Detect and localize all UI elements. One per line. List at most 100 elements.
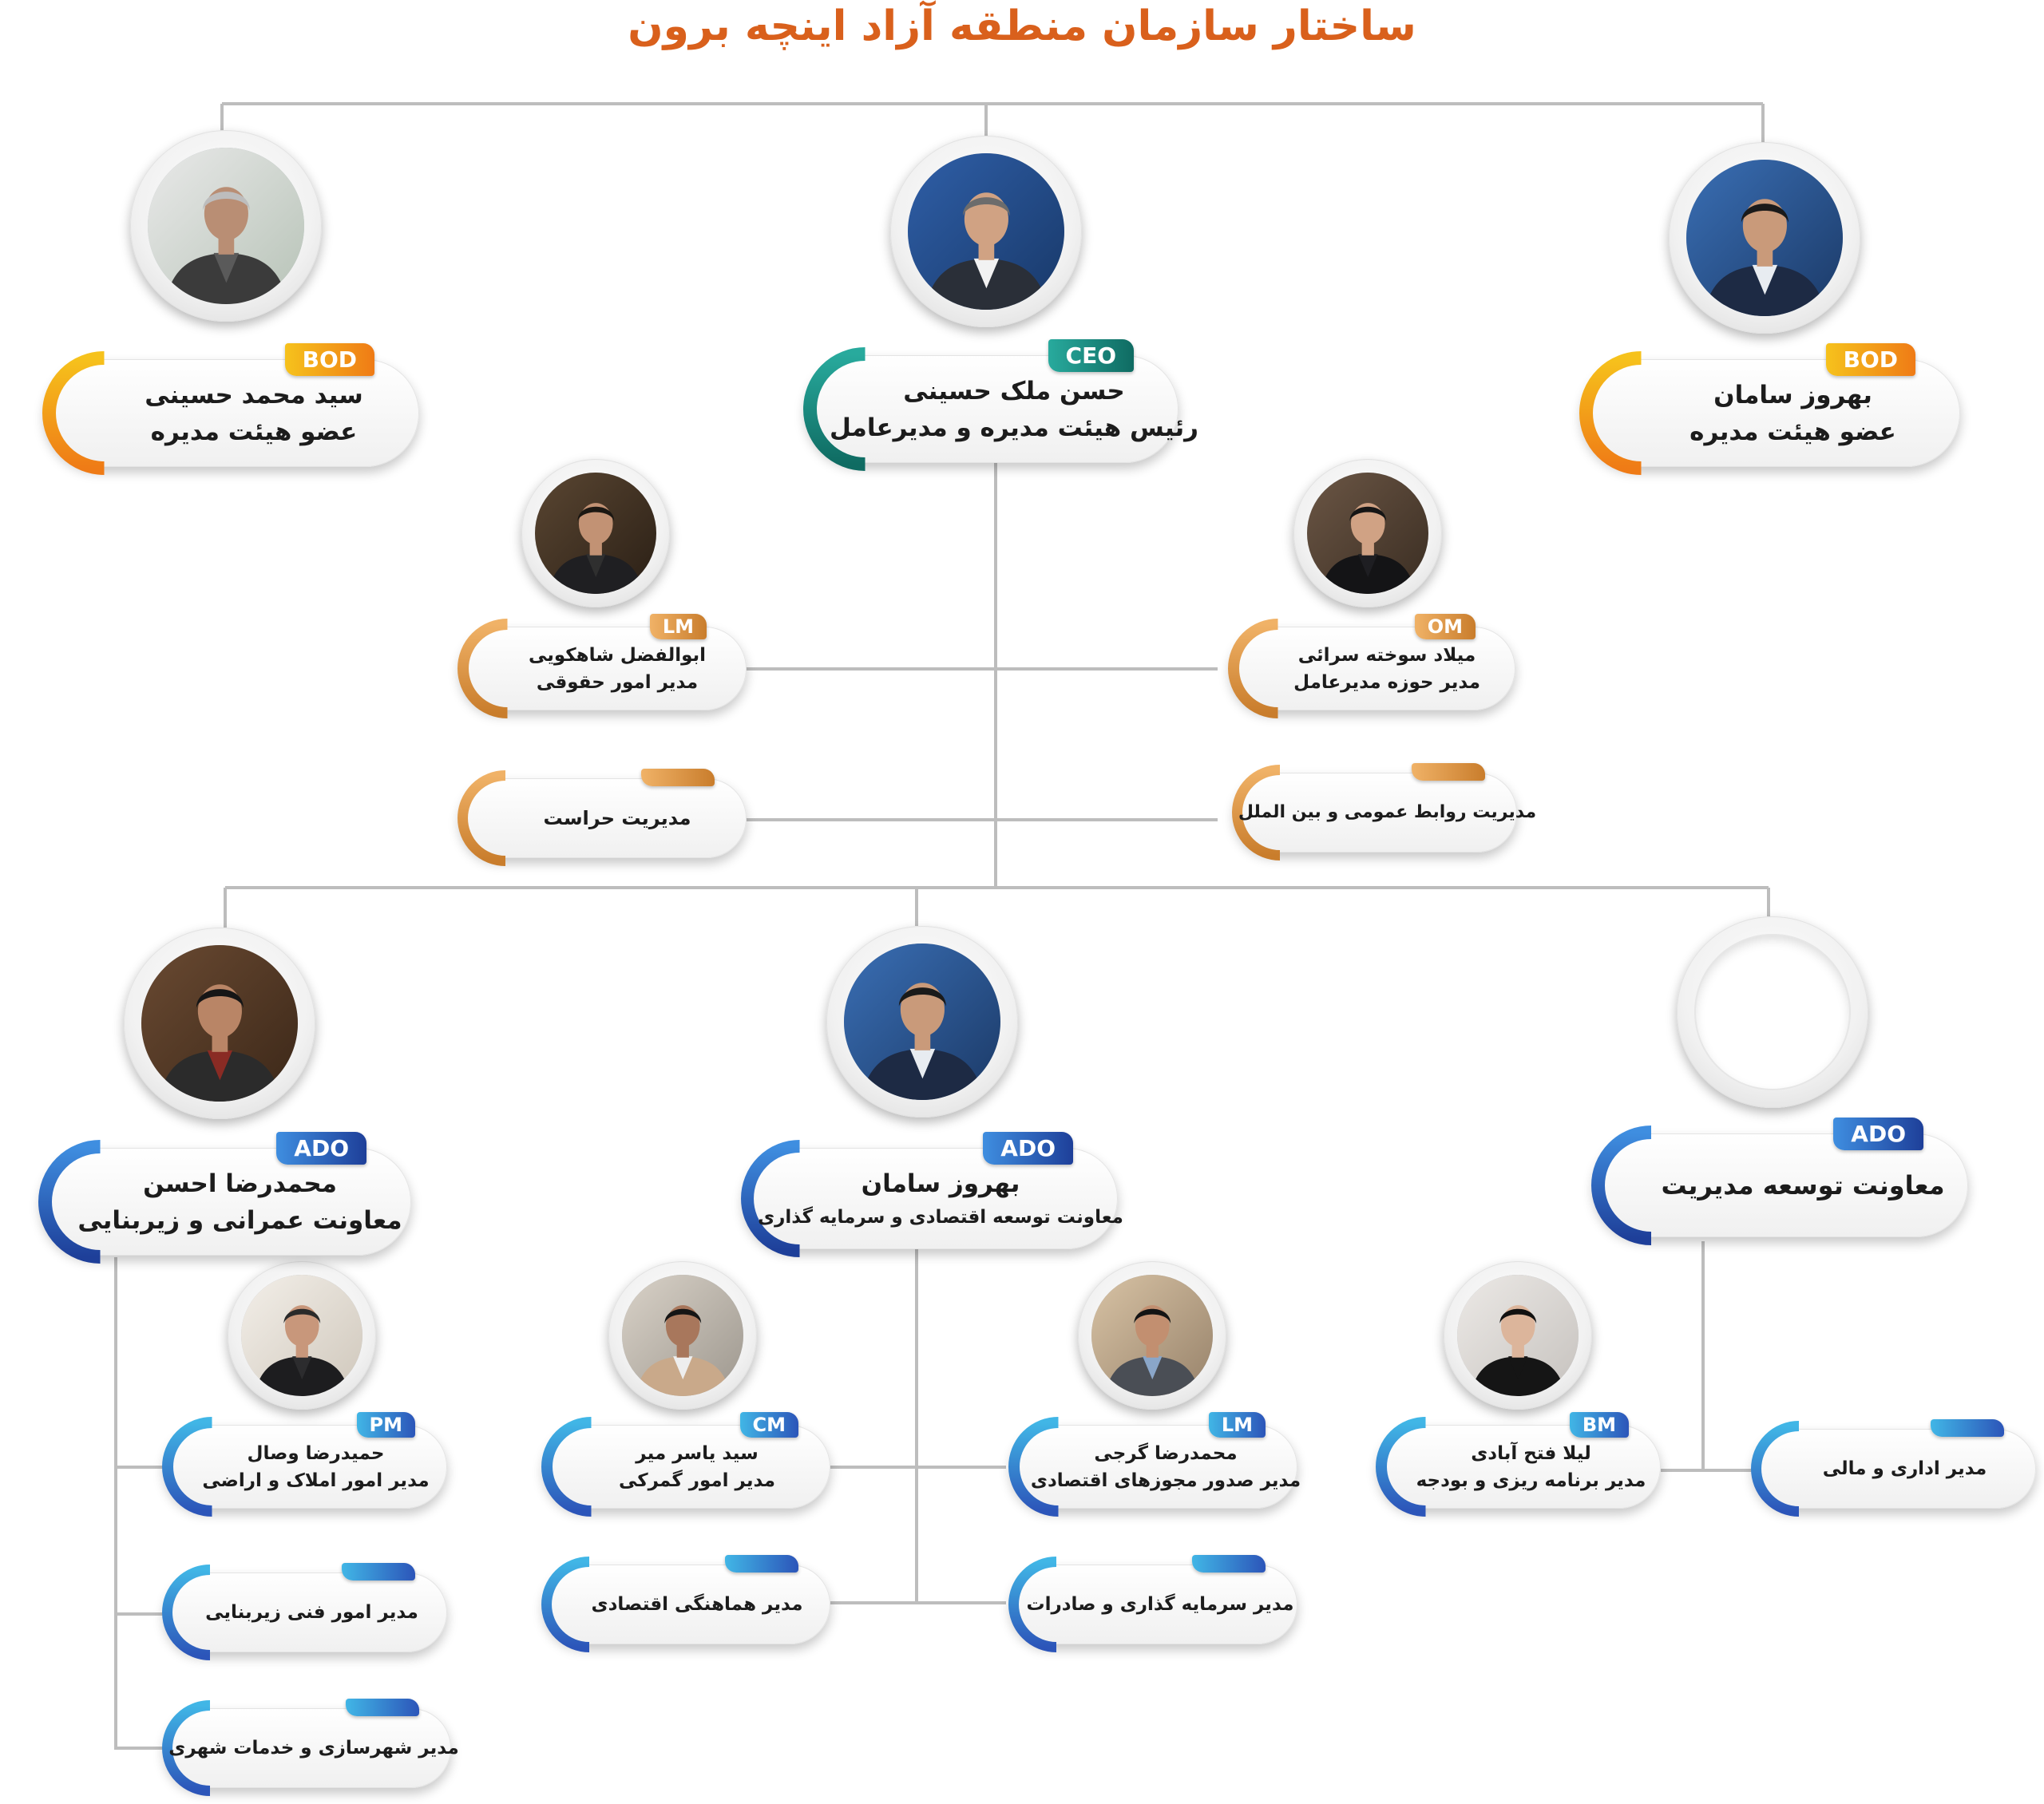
card-urban[interactable]: مدیر شهرسازی و خدمات شهری: [162, 1699, 459, 1796]
unit-name: مدیر امور فنی زیربنایی: [205, 1602, 418, 1623]
job-title: مدیر امور گمرکی: [618, 1470, 776, 1491]
card-admin[interactable]: مدیر اداری و مالی: [1751, 1419, 2036, 1517]
avatar-bod-left: [130, 130, 322, 322]
card-om[interactable]: OM میلاد سوخته سرائی مدیر حوزه مدیرعامل: [1228, 614, 1515, 718]
role-badge: LM: [649, 614, 707, 639]
role-badge: BOD: [1825, 343, 1915, 376]
role-badge: ADO: [983, 1132, 1073, 1165]
avatar-lm-legal: [521, 459, 670, 607]
card-pm[interactable]: PM حمیدرضا وصال مدیر امور املاک و اراضی: [162, 1412, 447, 1517]
card-accent-arc: [1008, 1557, 1057, 1652]
role-badge: BOD: [284, 343, 374, 376]
unit-name: مدیریت حراست: [543, 807, 691, 829]
unit-name: مدیر شهرسازی و خدمات شهری: [168, 1738, 459, 1759]
portrait-photo: [1091, 1274, 1214, 1397]
card-bod-right[interactable]: BOD بهروز سامان عضو هیئت مدیره: [1579, 343, 1960, 475]
card-accent-arc: [1579, 351, 1642, 475]
avatar-bm: [1444, 1261, 1592, 1410]
job-title: مدیر حوزه مدیرعامل: [1293, 671, 1480, 693]
person-name: محمدرضا احسن: [143, 1169, 337, 1198]
avatar-lm-econ: [1078, 1261, 1226, 1410]
portrait-photo: [141, 944, 299, 1102]
role-badge: ADO: [276, 1132, 366, 1165]
card-security[interactable]: مدیریت حراست: [458, 769, 747, 866]
card-coord[interactable]: مدیر هماهنگی اقتصادی: [541, 1555, 830, 1652]
card-accent-arc: [42, 351, 105, 475]
avatar-ceo: [890, 136, 1082, 327]
card-lm-legal[interactable]: LM ابوالفضل شاهکویی مدیر امور حقوقی: [458, 614, 747, 718]
person-name: حسن ملک حسینی: [903, 376, 1125, 406]
portrait-photo: [1456, 1274, 1579, 1397]
card-infra[interactable]: مدیر امور فنی زیربنایی: [162, 1563, 447, 1660]
card-accent-arc: [1751, 1421, 1800, 1517]
card-invest[interactable]: مدیر سرمایه گذاری و صادرات: [1008, 1555, 1297, 1652]
card-accent-arc: [458, 770, 506, 866]
role-badge: PM: [356, 1412, 415, 1438]
job-title: معاونت توسعه اقتصادی و سرمایه گذاری: [758, 1206, 1123, 1228]
role-badge: CM: [739, 1412, 798, 1438]
person-name: لیلا فتح آبادی: [1471, 1442, 1591, 1464]
role-badge: [725, 1555, 798, 1573]
card-accent-arc: [1232, 765, 1281, 860]
role-badge: OM: [1414, 614, 1476, 639]
role-badge: [1192, 1555, 1266, 1573]
portrait-photo: [147, 147, 305, 305]
role-badge: CEO: [1048, 339, 1134, 372]
card-accent-arc: [541, 1417, 592, 1517]
card-accent-arc: [541, 1557, 590, 1652]
role-badge: [1931, 1419, 2004, 1437]
avatar-ado-mgmt-empty: [1677, 916, 1868, 1108]
card-accent-arc: [1008, 1417, 1059, 1517]
portrait-photo: [621, 1274, 744, 1397]
avatar-pm: [228, 1261, 376, 1410]
person-name: بهروز سامان: [861, 1169, 1020, 1198]
person-name: سید یاسر میر: [636, 1442, 759, 1464]
card-accent-arc: [1228, 619, 1278, 718]
portrait-photo: [907, 152, 1065, 311]
card-pr[interactable]: مدیریت روابط عمومی و بین الملل: [1232, 763, 1536, 860]
card-ado-econ[interactable]: ADO بهروز سامان معاونت توسعه اقتصادی و س…: [741, 1132, 1123, 1257]
card-accent-arc: [803, 347, 866, 471]
card-cm[interactable]: CM سید یاسر میر مدیر امور گمرکی: [541, 1412, 830, 1517]
person-name: میلاد سوخته سرائی: [1297, 644, 1476, 666]
person-name: سید محمد حسینی: [145, 380, 363, 409]
job-title: معاونت عمرانی و زیربنایی: [77, 1205, 402, 1235]
card-accent-arc: [162, 1417, 212, 1517]
job-title: مدیر صدور مجوزهای اقتصادی: [1030, 1470, 1301, 1491]
unit-name: مدیریت روابط عمومی و بین الملل: [1238, 802, 1537, 822]
job-title: عضو هیئت مدیره: [150, 417, 358, 446]
avatar-ado-econ: [826, 926, 1018, 1118]
card-accent-arc: [162, 1700, 211, 1796]
avatar-bod-right: [1669, 142, 1860, 334]
unit-name: معاونت توسعه مدیریت: [1661, 1170, 1945, 1201]
empty-portrait: [1693, 933, 1852, 1091]
card-ado-civil[interactable]: ADO محمدرضا احسن معاونت عمرانی و زیربنای…: [38, 1132, 411, 1264]
avatar-cm: [608, 1261, 757, 1410]
job-title: عضو هیئت مدیره: [1689, 417, 1896, 446]
role-badge: [342, 1563, 415, 1580]
card-lm-econ[interactable]: LM محمدرضا گرجی مدیر صدور مجوزهای اقتصاد…: [1008, 1412, 1301, 1517]
portrait-photo: [1306, 472, 1429, 595]
role-badge: ADO: [1833, 1118, 1923, 1150]
job-title: رئیس هیئت مدیره و مدیرعامل: [829, 413, 1199, 442]
card-bm[interactable]: BM لیلا فتح آبادی مدیر برنامه ریزی و بود…: [1376, 1412, 1661, 1517]
card-accent-arc: [458, 619, 508, 718]
portrait-photo: [534, 472, 657, 595]
portrait-photo: [240, 1274, 363, 1397]
role-badge: BM: [1569, 1412, 1629, 1438]
avatar-om: [1293, 459, 1442, 607]
unit-name: مدیر سرمایه گذاری و صادرات: [1026, 1594, 1294, 1615]
unit-name: مدیر هماهنگی اقتصادی: [591, 1594, 803, 1615]
card-ceo[interactable]: CEO حسن ملک حسینی رئیس هیئت مدیره و مدیر…: [803, 339, 1198, 471]
role-badge: [346, 1699, 419, 1716]
portrait-photo: [843, 943, 1001, 1101]
role-badge: LM: [1208, 1412, 1266, 1438]
card-accent-arc: [1591, 1126, 1652, 1245]
portrait-photo: [1686, 159, 1844, 317]
role-badge: [1412, 763, 1485, 781]
page-title: ساختار سازمان منطقه آزاد اینچه برون: [628, 2, 1416, 50]
person-name: محمدرضا گرجی: [1094, 1442, 1238, 1464]
card-bod-left[interactable]: BOD سید محمد حسینی عضو هیئت مدیره: [42, 343, 419, 475]
card-ado-mgmt[interactable]: ADO معاونت توسعه مدیریت: [1591, 1118, 1968, 1245]
